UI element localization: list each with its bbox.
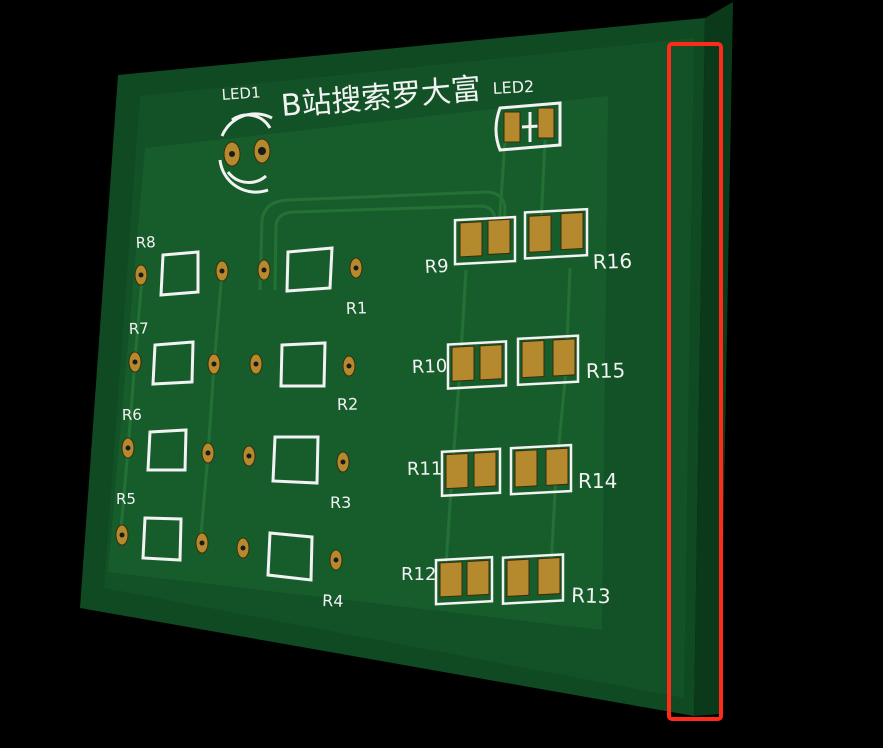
led2-pad-1 bbox=[503, 111, 521, 143]
resistor-body-r8 bbox=[159, 250, 200, 297]
silkscreen-text: B站搜索罗大富 LED1 LED2 R8 R7 R6 R5 R1 R2 R3 R… bbox=[116, 72, 633, 611]
smd-pad bbox=[473, 451, 497, 488]
smd-pad bbox=[560, 211, 584, 251]
smd-pad bbox=[514, 449, 538, 488]
highlight-box bbox=[667, 42, 723, 721]
led1-footprint bbox=[218, 112, 273, 194]
smd-pad bbox=[552, 338, 576, 377]
resistor-label-r10: R10 bbox=[411, 356, 447, 378]
resistor-label-r3: R3 bbox=[330, 493, 351, 512]
smd-pad bbox=[439, 561, 463, 598]
resistor-label-r12: R12 bbox=[401, 564, 436, 585]
smd-pad bbox=[479, 344, 503, 381]
resistor-body-r1 bbox=[285, 246, 334, 293]
led2-pad-2 bbox=[537, 107, 555, 139]
resistor-body-r6 bbox=[146, 428, 188, 472]
smd-r13-outline bbox=[501, 553, 565, 605]
resistor-label-r13: R13 bbox=[571, 583, 611, 608]
component-area bbox=[108, 96, 608, 630]
smd-footprints bbox=[434, 207, 589, 606]
pcb-board bbox=[80, 2, 733, 716]
resistor-label-r7: R7 bbox=[129, 319, 150, 338]
smd-r12-outline bbox=[434, 555, 494, 606]
smd-r11-outline bbox=[440, 447, 502, 498]
board-side-edge bbox=[694, 2, 733, 716]
smd-pad bbox=[528, 214, 552, 253]
resistor-label-r2: R2 bbox=[337, 395, 359, 414]
smd-pad bbox=[445, 452, 469, 490]
smd-pad bbox=[459, 221, 483, 258]
silkscreen-layer bbox=[141, 101, 589, 606]
led1-label: LED1 bbox=[221, 83, 261, 104]
resistor-body-r2 bbox=[279, 341, 327, 388]
led2-footprint bbox=[494, 101, 562, 152]
led2-label: LED2 bbox=[492, 77, 534, 98]
smd-pad bbox=[451, 345, 475, 382]
resistor-label-r11: R11 bbox=[407, 458, 443, 480]
resistor-label-r8: R8 bbox=[135, 233, 156, 252]
resistor-body-r7 bbox=[151, 340, 195, 386]
smd-r10-outline bbox=[446, 340, 508, 390]
smd-pad bbox=[545, 447, 569, 486]
resistor-body-r3 bbox=[271, 435, 320, 485]
traces bbox=[118, 139, 572, 586]
pads bbox=[115, 107, 584, 598]
tht-resistor-bodies bbox=[141, 246, 334, 582]
resistor-label-r6: R6 bbox=[122, 406, 142, 424]
resistor-body-r4 bbox=[266, 531, 314, 582]
resistor-label-r5: R5 bbox=[116, 490, 136, 508]
resistor-label-r16: R16 bbox=[592, 249, 632, 274]
smd-pad bbox=[521, 339, 545, 379]
drill-holes bbox=[119, 147, 359, 563]
resistor-label-r9: R9 bbox=[424, 256, 449, 278]
resistor-label-r1: R1 bbox=[345, 298, 367, 318]
resistor-label-r14: R14 bbox=[578, 469, 617, 493]
resistor-label-r15: R15 bbox=[586, 358, 626, 383]
smd-pad bbox=[466, 559, 490, 597]
smd-pad bbox=[537, 557, 561, 596]
smd-pad bbox=[487, 218, 511, 255]
smd-r16-outline bbox=[523, 207, 589, 260]
resistor-label-r4: R4 bbox=[322, 591, 344, 611]
smd-r9-outline bbox=[453, 215, 517, 266]
resistor-body-r5 bbox=[141, 516, 183, 562]
smd-r15-outline bbox=[516, 334, 580, 387]
smd-pad bbox=[506, 558, 530, 597]
smd-r14-outline bbox=[509, 443, 573, 496]
